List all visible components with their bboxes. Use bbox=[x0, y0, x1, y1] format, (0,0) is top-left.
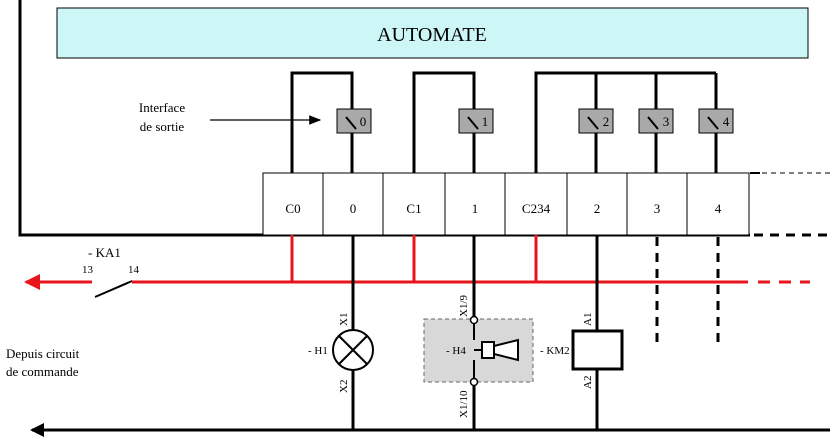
terminal-label-c0: C0 bbox=[285, 201, 300, 216]
output-switch-0: 0 bbox=[336, 108, 372, 134]
relay-km2-a2: A2 bbox=[582, 376, 594, 389]
relay-km2-coil-icon bbox=[571, 329, 624, 371]
neutral-arrow-icon bbox=[30, 423, 44, 437]
horn-h4-terminal-bottom bbox=[469, 377, 479, 387]
terminal-label-2: 2 bbox=[594, 201, 601, 216]
lamp-h1-icon bbox=[332, 329, 374, 371]
terminal-1 bbox=[444, 172, 506, 236]
lamp-h1-x1: X1 bbox=[338, 313, 350, 326]
internal-wire-common-234 bbox=[534, 71, 716, 173]
ka1-name: - KA1 bbox=[88, 245, 121, 260]
terminal-label-3: 3 bbox=[654, 201, 661, 216]
output-switch-0-label: 0 bbox=[360, 114, 367, 129]
relay-km2-a1: A1 bbox=[582, 313, 594, 326]
horn-h4-terminal-top bbox=[469, 315, 479, 325]
terminal-label-c234: C234 bbox=[522, 201, 551, 216]
output-switch-2: 2 bbox=[578, 108, 614, 134]
output-switch-3: 3 bbox=[638, 108, 674, 134]
horn-h4-icon bbox=[474, 338, 519, 362]
source-label-line2: de commande bbox=[6, 364, 79, 379]
plc-header bbox=[56, 7, 809, 59]
output-switch-2-label: 2 bbox=[603, 114, 610, 129]
ka1-pin-13: 13 bbox=[82, 264, 94, 276]
ka1-pin-14: 14 bbox=[128, 264, 140, 276]
interface-label-line2: de sortie bbox=[140, 119, 185, 134]
terminal-4 bbox=[686, 172, 750, 236]
lamp-h1-x2: X2 bbox=[338, 380, 350, 393]
output-switch-1: 1 bbox=[458, 108, 494, 134]
terminal-strip: C0 0 C1 1 C234 2 3 4 bbox=[262, 172, 750, 236]
internal-wire-output-0 bbox=[290, 71, 354, 173]
terminal-label-0: 0 bbox=[350, 201, 357, 216]
terminal-c0 bbox=[262, 172, 324, 236]
terminal-0 bbox=[322, 172, 384, 236]
relay-km2-name: - KM2 bbox=[540, 345, 570, 357]
plc-title: AUTOMATE bbox=[377, 24, 487, 46]
lamp-h1-name: - H1 bbox=[308, 345, 328, 357]
ka1-contact-blade bbox=[94, 280, 133, 298]
output-switch-4: 4 bbox=[698, 108, 734, 134]
terminal-label-c1: C1 bbox=[406, 201, 421, 216]
horn-h4-name: - H4 bbox=[446, 345, 466, 357]
output-switch-1-label: 1 bbox=[482, 114, 489, 129]
source-label-line1: Depuis circuit bbox=[6, 346, 80, 361]
output-switch-4-label: 4 bbox=[723, 114, 730, 129]
terminal-label-1: 1 bbox=[472, 201, 479, 216]
terminal-c1 bbox=[382, 172, 446, 236]
output-switch-3-label: 3 bbox=[663, 114, 670, 129]
terminal-c234 bbox=[504, 172, 568, 236]
horn-h4-x1-9: X1/9 bbox=[458, 295, 470, 318]
interface-label-line1: Interface bbox=[139, 100, 185, 115]
internal-wire-output-1 bbox=[412, 71, 476, 173]
terminal-label-4: 4 bbox=[715, 201, 722, 216]
horn-h4-x1-10: X1/10 bbox=[458, 390, 470, 418]
